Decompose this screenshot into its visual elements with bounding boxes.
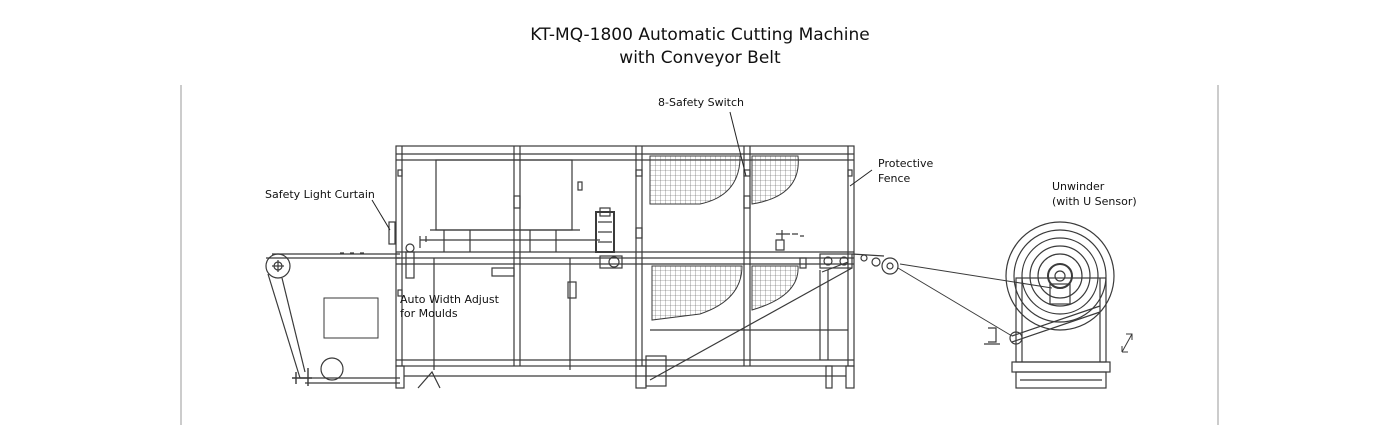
label-protective-fence-2: Fence <box>878 172 911 185</box>
safety-light-curtain <box>388 221 427 279</box>
feed-rollers <box>649 253 899 381</box>
label-auto-width-1: Auto Width Adjust <box>400 293 500 306</box>
label-unwinder-2: (with U Sensor) <box>1052 195 1137 208</box>
label-auto-width-2: for Moulds <box>400 307 458 320</box>
cutting-machine <box>265 145 1053 389</box>
unwinder <box>984 221 1133 389</box>
label-protective-fence-1: Protective <box>878 157 933 170</box>
cutting-head-motor <box>577 181 807 269</box>
machine-frame <box>395 145 855 389</box>
title-line-2: with Conveyor Belt <box>619 48 781 68</box>
leader-lines <box>371 111 873 231</box>
protective-fence-mesh <box>649 155 799 321</box>
material-web <box>897 267 1013 337</box>
diagram-title: KT-MQ-1800 Automatic Cutting Machine wit… <box>0 24 1400 70</box>
label-safety-switch: 8-Safety Switch <box>658 96 744 109</box>
conveyor-belt <box>265 252 400 386</box>
label-safety-light-curtain: Safety Light Curtain <box>265 188 375 201</box>
label-unwinder-1: Unwinder <box>1052 180 1105 193</box>
title-line-1: KT-MQ-1800 Automatic Cutting Machine <box>530 25 870 45</box>
